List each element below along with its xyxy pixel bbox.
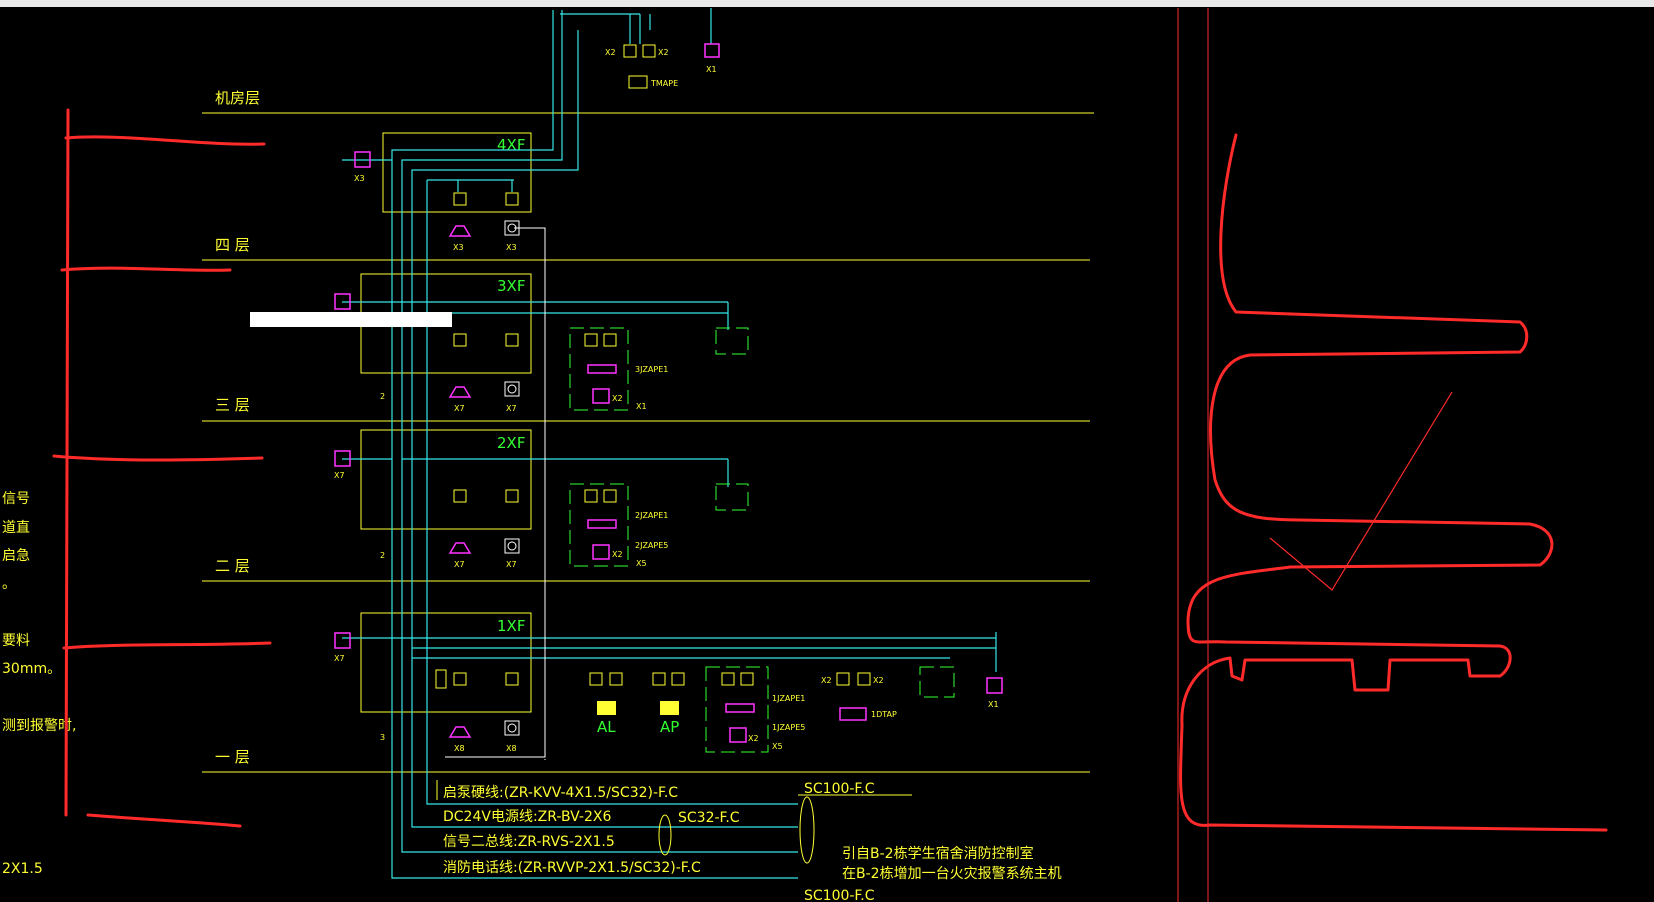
lbl-x7b: X7 — [506, 404, 517, 413]
top-x2b: X2 — [658, 48, 669, 57]
lbl-x7a: X7 — [454, 404, 465, 413]
magenta-devices — [334, 43, 1003, 743]
cable-sc100b: SC100-F.C — [804, 888, 875, 902]
lbl-x3b: X3 — [453, 243, 464, 252]
top-x2a: X2 — [605, 48, 616, 57]
lbl-x2b: X2 — [612, 550, 623, 559]
left-note-7: 测到报警时, — [2, 718, 76, 734]
pump-line — [445, 227, 546, 758]
lbl-x7d: X7 — [454, 560, 465, 569]
window-top-bar — [0, 0, 1654, 7]
left-note-8: 2X1.5 — [2, 861, 43, 877]
lbl-n3: 3 — [380, 733, 385, 742]
label-ap: AP — [660, 718, 679, 736]
lbl-x1a: X1 — [636, 402, 647, 411]
lbl-x5b: X5 — [772, 742, 783, 751]
lbl-x2c: X2 — [748, 734, 759, 743]
left-note-1: 信号 — [2, 491, 30, 507]
cable-4: 消防电话线:(ZR-RVVP-2X1.5/SC32)-F.C — [443, 860, 701, 876]
floor-lines — [202, 112, 1094, 773]
lbl-n2b: 2 — [380, 551, 385, 560]
lbl-x1b: X1 — [988, 700, 999, 709]
cable-sc100a: SC100-F.C — [804, 781, 875, 797]
panel-4xf: 4XF — [497, 136, 525, 154]
lbl-zape1b: 1JZAPE5 — [772, 723, 805, 732]
cable-2: DC24V电源线:ZR-BV-2X6 — [443, 809, 611, 825]
lbl-zape2a: 2JZAPE1 — [635, 511, 668, 520]
lbl-x2e: X2 — [873, 676, 884, 685]
ap-block — [660, 701, 679, 715]
bus-wiring — [342, 8, 997, 879]
lbl-x2a: X2 — [612, 394, 623, 403]
floor-label-3: 三 层 — [215, 396, 250, 414]
modules — [435, 44, 871, 689]
lbl-x2d: X2 — [821, 676, 832, 685]
cable-3: 信号二总线:ZR-RVS-2X1.5 — [443, 834, 615, 850]
note-2: 在B-2栋增加一台火灾报警系统主机 — [842, 865, 1062, 882]
lbl-x7f: X7 — [334, 654, 345, 663]
top-tmape: TMAPE — [650, 79, 678, 88]
note-1: 引自B-2栋学生宿舍消防控制室 — [842, 845, 1034, 862]
green-enclosures — [569, 327, 955, 753]
lbl-x8b: X8 — [506, 744, 517, 753]
lbl-x3a: X3 — [354, 174, 365, 183]
cable-sc32: SC32-F.C — [678, 810, 740, 826]
lbl-dtap: 1DTAP — [871, 710, 897, 719]
panel-3xf: 3XF — [497, 277, 525, 295]
detectors — [504, 220, 520, 736]
left-note-5: 要料 — [2, 633, 30, 649]
floor-label-machine: 机房层 — [215, 89, 260, 107]
red-check-mark — [1269, 391, 1453, 591]
left-note-4: 。 — [2, 576, 16, 592]
left-note-6: 30mm。 — [2, 661, 61, 677]
left-note-3: 启急 — [2, 548, 30, 564]
label-al: AL — [597, 718, 616, 736]
panel-1xf: 1XF — [497, 617, 525, 635]
lbl-n2a: 2 — [380, 392, 385, 401]
lbl-zape2b: 2JZAPE5 — [635, 541, 668, 550]
red-annotation-left — [52, 108, 272, 828]
lbl-x5a: X5 — [636, 559, 647, 568]
left-note-2: 道直 — [2, 519, 30, 536]
panel-2xf: 2XF — [497, 434, 525, 452]
floor-label-2: 二 层 — [215, 557, 250, 575]
al-block — [597, 701, 616, 715]
lbl-x8a: X8 — [454, 744, 465, 753]
lbl-zape1a: 1JZAPE1 — [772, 694, 805, 703]
lbl-x7c: X7 — [334, 471, 345, 480]
lbl-x3c: X3 — [506, 243, 517, 252]
red-annotation-right — [1179, 133, 1608, 832]
floor-label-4: 四 层 — [215, 236, 250, 254]
cable-1: 启泵硬线:(ZR-KVV-4X1.5/SC32)-F.C — [443, 785, 678, 801]
lbl-x7e: X7 — [506, 560, 517, 569]
occlusion-bar — [250, 312, 452, 327]
cable-marks — [436, 780, 912, 864]
top-x1: X1 — [706, 65, 717, 74]
lbl-zape3: 3JZAPE1 — [635, 365, 668, 374]
floor-label-1: 一 层 — [215, 748, 250, 766]
